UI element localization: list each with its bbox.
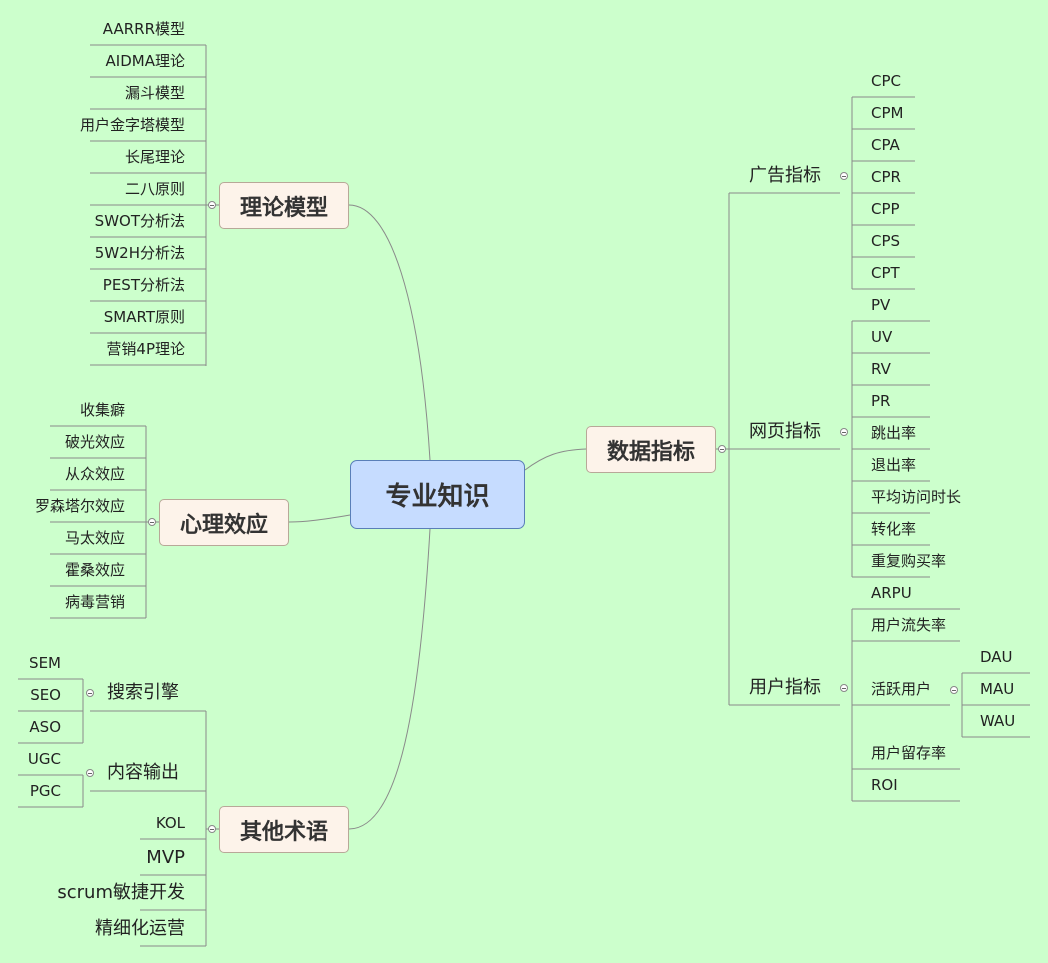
theory-item[interactable]: 二八原则 [124,180,185,198]
root-node[interactable]: 专业知识 [350,460,525,529]
collapse-toggle-icon[interactable] [840,428,848,436]
theory-item[interactable]: SWOT分析法 [94,212,185,230]
web-item[interactable]: 退出率 [871,456,917,474]
search-item[interactable]: ASO [29,718,61,736]
theory-item[interactable]: PEST分析法 [102,276,185,294]
ad-item[interactable]: CPP [871,200,900,218]
terms-item-kol[interactable]: KOL [155,814,185,832]
collapse-toggle-icon[interactable] [86,689,94,697]
psychology-item[interactable]: 从众效应 [64,465,125,483]
theory-item[interactable]: AIDMA理论 [105,52,185,70]
user-item[interactable]: 用户流失率 [871,616,947,634]
web-item[interactable]: 重复购买率 [871,552,947,570]
terms-content-label[interactable]: 内容输出 [107,762,179,783]
topic-psychology[interactable]: 心理效应 [159,499,289,546]
metrics-ad-label[interactable]: 广告指标 [749,165,821,186]
user-item[interactable]: ROI [871,776,898,794]
topic-terms[interactable]: 其他术语 [219,806,349,853]
metrics-user-label[interactable]: 用户指标 [749,677,821,698]
terms-item-scrum[interactable]: scrum敏捷开发 [57,882,185,903]
ad-item[interactable]: CPS [871,232,901,250]
theory-item[interactable]: AARRR模型 [102,20,185,38]
ad-item[interactable]: CPC [871,72,901,90]
search-item[interactable]: SEM [29,654,61,672]
connector-curve [348,528,431,830]
web-item[interactable]: 转化率 [871,520,917,538]
theory-item[interactable]: 用户金字塔模型 [79,116,185,134]
collapse-toggle-icon[interactable] [840,172,848,180]
web-item[interactable]: UV [871,328,893,346]
user-item[interactable]: 用户留存率 [871,744,947,762]
collapse-toggle-icon[interactable] [840,684,848,692]
content-item[interactable]: UGC [27,750,61,768]
psychology-item[interactable]: 收集癖 [79,401,125,419]
ad-item[interactable]: CPM [871,104,904,122]
terms-item-ops[interactable]: 精细化运营 [95,918,185,939]
theory-item[interactable]: 5W2H分析法 [94,244,185,262]
collapse-toggle-icon[interactable] [208,825,216,833]
user-item[interactable]: ARPU [871,584,912,602]
metrics-web-label[interactable]: 网页指标 [749,421,821,442]
connector-curve [348,204,431,461]
terms-item-mvp[interactable]: MVP [146,847,185,868]
ad-item[interactable]: CPA [871,136,900,154]
theory-item[interactable]: SMART原则 [103,308,185,326]
ad-item[interactable]: CPR [871,168,901,186]
theory-item[interactable]: 漏斗模型 [124,84,185,102]
collapse-toggle-icon[interactable] [950,686,958,694]
psychology-item[interactable]: 罗森塔尔效应 [34,497,125,515]
web-item[interactable]: 跳出率 [871,424,917,442]
ad-item[interactable]: CPT [871,264,900,282]
collapse-toggle-icon[interactable] [208,201,216,209]
connector-curve [288,514,351,523]
collapse-toggle-icon[interactable] [148,518,156,526]
psychology-item[interactable]: 马太效应 [64,529,125,547]
content-item[interactable]: PGC [29,782,61,800]
active-item[interactable]: DAU [980,648,1013,666]
topic-theory[interactable]: 理论模型 [219,182,349,229]
terms-search-label[interactable]: 搜索引擎 [107,682,179,703]
psychology-item[interactable]: 病毒营销 [64,593,125,611]
psychology-item[interactable]: 霍桑效应 [64,561,125,579]
web-item[interactable]: 平均访问时长 [871,488,962,506]
search-item[interactable]: SEO [30,686,61,704]
collapse-toggle-icon[interactable] [86,769,94,777]
theory-item[interactable]: 营销4P理论 [106,340,185,358]
connector-curve [524,448,587,471]
web-item[interactable]: RV [871,360,891,378]
psychology-item[interactable]: 破光效应 [64,433,125,451]
user-item-active[interactable]: 活跃用户 [871,680,932,698]
topic-metrics[interactable]: 数据指标 [586,426,716,473]
theory-item[interactable]: 长尾理论 [124,148,185,166]
collapse-toggle-icon[interactable] [718,445,726,453]
active-item[interactable]: WAU [980,712,1016,730]
web-item[interactable]: PR [871,392,891,410]
active-item[interactable]: MAU [980,680,1015,698]
web-item[interactable]: PV [871,296,891,314]
